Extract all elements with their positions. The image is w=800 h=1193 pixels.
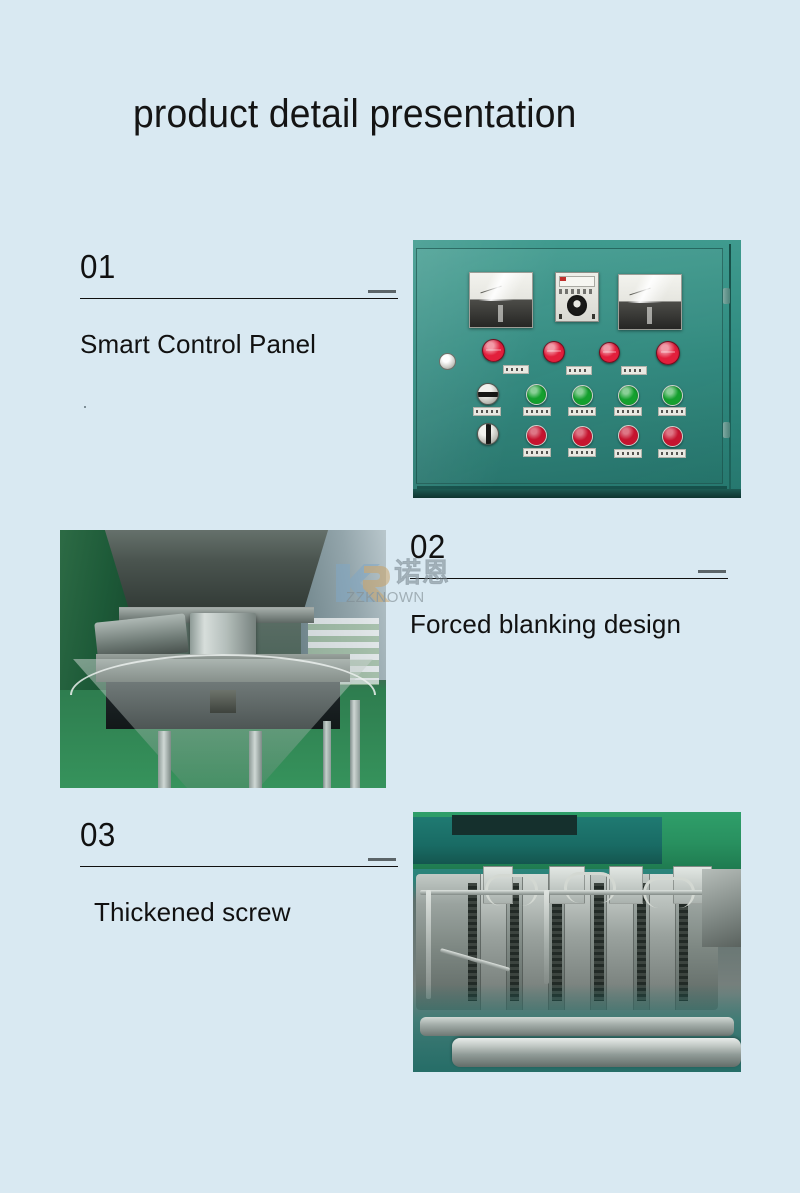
section-01-label: Smart Control Panel xyxy=(80,329,317,359)
section-03-text: 03 Thickened screw xyxy=(80,818,398,928)
meter-left-glare xyxy=(470,273,532,302)
label-plate-g0 xyxy=(473,407,501,416)
label-plate-g1 xyxy=(523,407,551,416)
indicator-lamp-4[interactable] xyxy=(662,385,683,406)
section-02-label: Forced blanking design xyxy=(410,609,682,639)
screw-shaft-upper xyxy=(419,1017,735,1036)
frame-bar-vertical-2 xyxy=(544,890,550,984)
selector-switch-2[interactable] xyxy=(477,423,499,445)
meter-left-dark-band xyxy=(470,300,532,327)
panel-side-lamp xyxy=(439,353,456,370)
label-plate-b1 xyxy=(523,448,551,457)
label-plate-r1 xyxy=(503,365,529,374)
section-01-dash xyxy=(368,290,396,293)
section-03-rule xyxy=(80,866,398,867)
section-01-photo xyxy=(413,240,741,498)
section-01-dot xyxy=(84,406,86,408)
hopper-foot-left xyxy=(157,731,171,788)
indicator-lamp-3[interactable] xyxy=(618,385,639,406)
section-02-rule-group xyxy=(410,565,728,579)
section-02-rule xyxy=(410,578,728,579)
barrel-gap-5 xyxy=(636,882,647,1002)
control-button-1[interactable] xyxy=(526,425,547,446)
analog-meter-left xyxy=(469,272,533,328)
section-01-rule xyxy=(80,298,398,299)
screw-bg-shadow xyxy=(452,814,577,836)
switch-2-indicator xyxy=(485,424,491,444)
analog-meter-right xyxy=(618,274,682,330)
screw-shaft-main xyxy=(452,1038,741,1067)
section-02-photo xyxy=(60,530,386,788)
label-plate-g4 xyxy=(658,407,686,416)
control-button-2[interactable] xyxy=(572,426,593,447)
emergency-button-4[interactable] xyxy=(656,341,680,365)
barrel-gap-6 xyxy=(678,882,689,1002)
section-01-rule-group xyxy=(80,285,398,299)
section-01-text: 01 Smart Control Panel xyxy=(80,248,398,408)
barrel-gap-4 xyxy=(594,882,604,1002)
hopper-center-stub xyxy=(209,689,237,714)
panel-door-edge xyxy=(729,244,731,490)
section-03-number: 03 xyxy=(80,816,116,853)
controller-display xyxy=(558,276,596,287)
control-button-4[interactable] xyxy=(662,426,683,447)
section-01-number: 01 xyxy=(80,248,116,285)
emergency-button-1[interactable] xyxy=(482,339,505,362)
section-02-dash xyxy=(698,570,726,573)
section-02-text: 02 Forced blanking design xyxy=(410,530,728,640)
hopper-bg-pipe-1 xyxy=(350,700,360,788)
section-03-dash xyxy=(368,858,396,861)
controller-red-mark xyxy=(559,277,567,281)
panel-plinth xyxy=(413,489,741,498)
page-title: product detail presentation xyxy=(133,92,577,136)
label-plate-g3 xyxy=(614,407,642,416)
hopper-bg-pipe-2 xyxy=(322,720,331,788)
label-plate-b3 xyxy=(614,449,642,458)
indicator-lamp-1[interactable] xyxy=(526,384,547,405)
barrel-gap-2 xyxy=(509,882,520,1002)
section-03-photo xyxy=(413,812,741,1072)
control-button-3[interactable] xyxy=(618,425,639,446)
panel-hinge-top xyxy=(723,288,730,304)
panel-hinge-bottom xyxy=(723,422,730,438)
switch-1-indicator xyxy=(478,392,498,397)
meter-right-glare xyxy=(619,275,681,304)
section-03-rule-group xyxy=(80,853,398,867)
cooling-tube-2 xyxy=(563,871,617,903)
label-plate-g2 xyxy=(568,407,596,416)
section-02-number: 02 xyxy=(410,528,446,565)
label-plate-b4 xyxy=(658,449,686,458)
indicator-lamp-2[interactable] xyxy=(572,385,593,406)
frame-bar-horizontal xyxy=(419,890,735,895)
barrel-gap-3 xyxy=(552,882,562,1002)
panel-plinth-shadow xyxy=(417,486,727,489)
screw-end-block xyxy=(701,869,741,948)
controller-scale-text xyxy=(559,289,595,294)
label-plate-r3 xyxy=(621,366,647,375)
controller-corner-left xyxy=(558,314,562,319)
frame-bar-vertical-1 xyxy=(426,890,432,1000)
section-03-label: Thickened screw xyxy=(94,897,291,927)
temperature-controller xyxy=(555,272,599,322)
label-plate-r2 xyxy=(566,366,592,375)
meter-right-dark-band xyxy=(619,302,681,329)
selector-switch-1[interactable] xyxy=(477,383,499,405)
emergency-button-3[interactable] xyxy=(599,342,620,363)
cooling-tube-1 xyxy=(485,874,538,906)
hopper-foot-right xyxy=(249,731,263,788)
label-plate-b2 xyxy=(568,448,596,457)
barrel-gap-1 xyxy=(467,882,478,1002)
controller-dial xyxy=(566,295,588,317)
emergency-button-2[interactable] xyxy=(543,341,565,363)
controller-corner-right xyxy=(592,314,596,319)
